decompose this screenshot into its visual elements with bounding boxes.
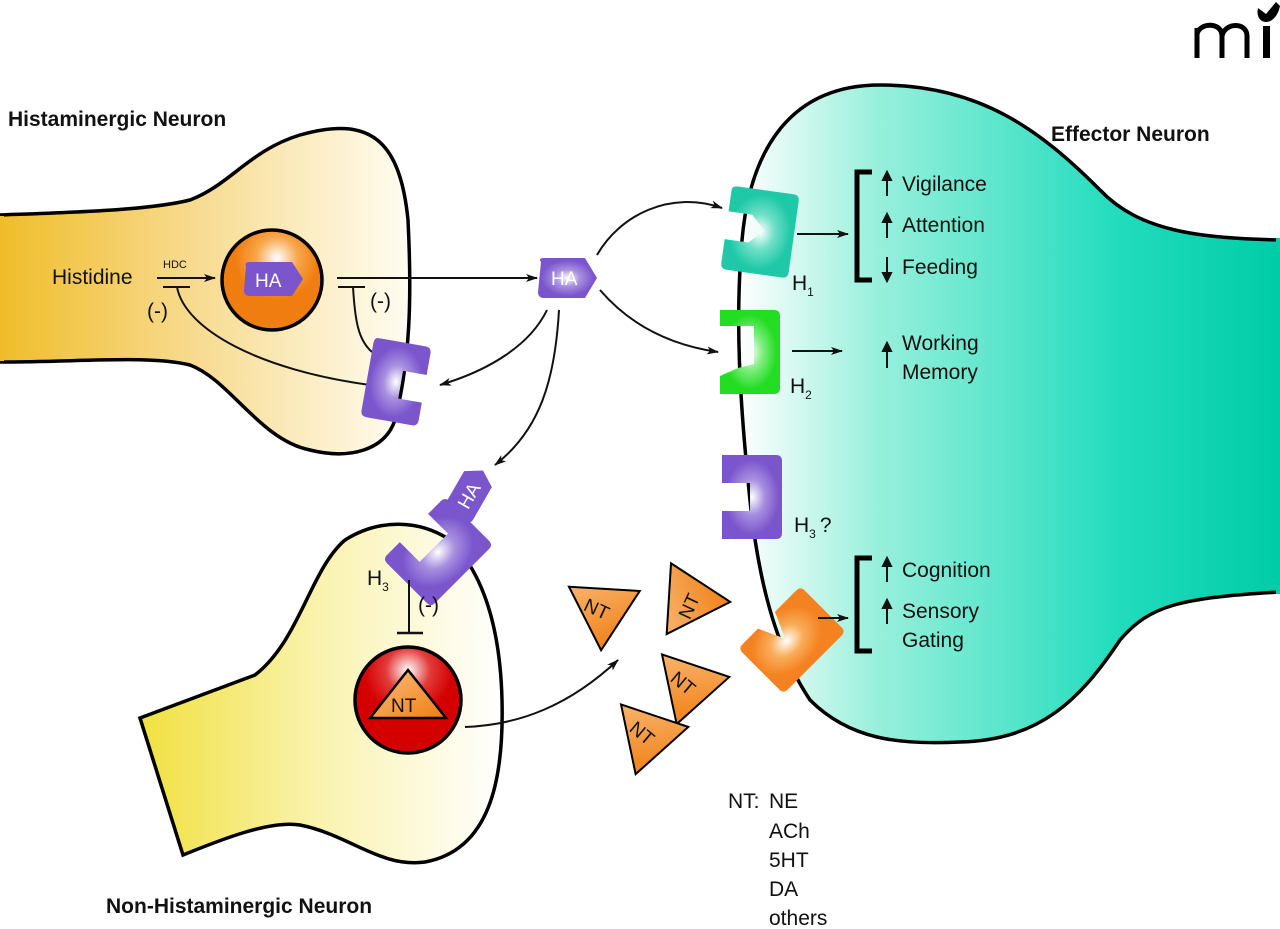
- arrow-ha-to-autoreceptor: [439, 309, 548, 386]
- up-arrow-icon: [881, 169, 893, 196]
- svg-text:Sensory: Sensory: [902, 600, 980, 623]
- nt-legend: NT: NE ACh 5HT DA others: [728, 790, 827, 929]
- histaminergic-neuron: [0, 126, 412, 456]
- nt-legend-item: 5HT: [769, 849, 809, 872]
- nt-molecule: NT: [660, 652, 732, 727]
- up-arrow-icon: [881, 555, 893, 582]
- released-ha-label: HA: [551, 269, 578, 290]
- up-arrow-icon: [881, 597, 893, 624]
- nt-molecule: NT: [619, 702, 691, 777]
- h2-receptor: [720, 310, 780, 394]
- nt-effect-sensory-gating: Sensory Gating: [881, 597, 980, 652]
- histidine-label: Histidine: [52, 266, 133, 289]
- feedback-path-left: [176, 286, 371, 386]
- h1-label: H1: [792, 272, 814, 299]
- nt-effect-cognition: Cognition: [881, 555, 991, 582]
- up-arrow-icon: [881, 340, 893, 368]
- h3-presynaptic-label: H3: [367, 567, 389, 594]
- mi-logo: mi: [1194, 2, 1280, 58]
- h2-label: H2: [790, 375, 812, 402]
- h1-receptor: [721, 186, 799, 278]
- effector-neuron-title: Effector Neuron: [1051, 123, 1210, 146]
- svg-text:Gating: Gating: [902, 629, 964, 652]
- h3-autoreceptor: [361, 338, 431, 426]
- nt-vesicle-triangle: [367, 667, 449, 720]
- non-histaminergic-neuron-title: Non-Histaminergic Neuron: [106, 895, 372, 918]
- effector-neuron-body: [736, 83, 1280, 745]
- h3-inhibition-label: (-): [418, 594, 439, 617]
- feedback-path-right: [352, 286, 373, 353]
- released-ha-molecule: HA: [538, 258, 597, 298]
- nt-effects-bracket: [854, 555, 872, 654]
- svg-text:Cognition: Cognition: [902, 559, 991, 582]
- ha-vesicle-label: HA: [255, 271, 282, 292]
- nt-legend-item: DA: [769, 878, 798, 901]
- non-histaminergic-neuron: [137, 522, 504, 865]
- h2-effect-working-memory: Working Memory: [881, 332, 979, 384]
- inhibition-left-label: (-): [147, 300, 168, 323]
- svg-text:Memory: Memory: [902, 361, 978, 384]
- h1-effect-vigilance: Vigilance: [881, 169, 987, 196]
- nt-legend-item: ACh: [769, 820, 810, 843]
- h1-effects-bracket: [854, 169, 872, 283]
- hdc-enzyme-label: HDC: [163, 259, 187, 271]
- nt-legend-item: NE: [769, 790, 798, 813]
- nt-release-arrow: [464, 659, 619, 728]
- arrow-ha-to-h2: [599, 289, 719, 355]
- nt-molecule: NT: [567, 585, 642, 653]
- svg-text:Working: Working: [902, 332, 979, 355]
- non-histaminergic-neuron-body: [137, 522, 504, 865]
- nt-legend-prefix: NT:: [728, 790, 760, 813]
- nt-receptor: [740, 588, 844, 692]
- effector-neuron: [736, 83, 1280, 745]
- svg-text:Attention: Attention: [902, 214, 985, 237]
- h1-effect-attention: Attention: [881, 211, 985, 238]
- nt-legend-item: others: [769, 907, 827, 929]
- arrow-ha-to-h1: [596, 200, 723, 256]
- histaminergic-neuron-body: [0, 126, 412, 456]
- nt-molecule: NT: [665, 561, 733, 636]
- histaminergic-neuron-title: Histaminergic Neuron: [8, 108, 226, 131]
- up-arrow-icon: [881, 211, 893, 238]
- h3-effector-receptor: [722, 455, 782, 539]
- h3-heteroreceptor: [384, 498, 492, 606]
- svg-text:Feeding: Feeding: [902, 256, 978, 279]
- nt-vesicle-label: NT: [391, 696, 417, 717]
- arrow-ha-to-heteroreceptor: [494, 309, 560, 466]
- h1-effect-feeding: Feeding: [881, 256, 978, 284]
- inhibition-right-label: (-): [370, 290, 391, 313]
- ha-molecule-in-vesicle: HA: [244, 262, 303, 296]
- down-arrow-icon: [881, 257, 893, 284]
- h3-effector-label: H3?: [794, 514, 832, 541]
- svg-text:Vigilance: Vigilance: [902, 173, 987, 196]
